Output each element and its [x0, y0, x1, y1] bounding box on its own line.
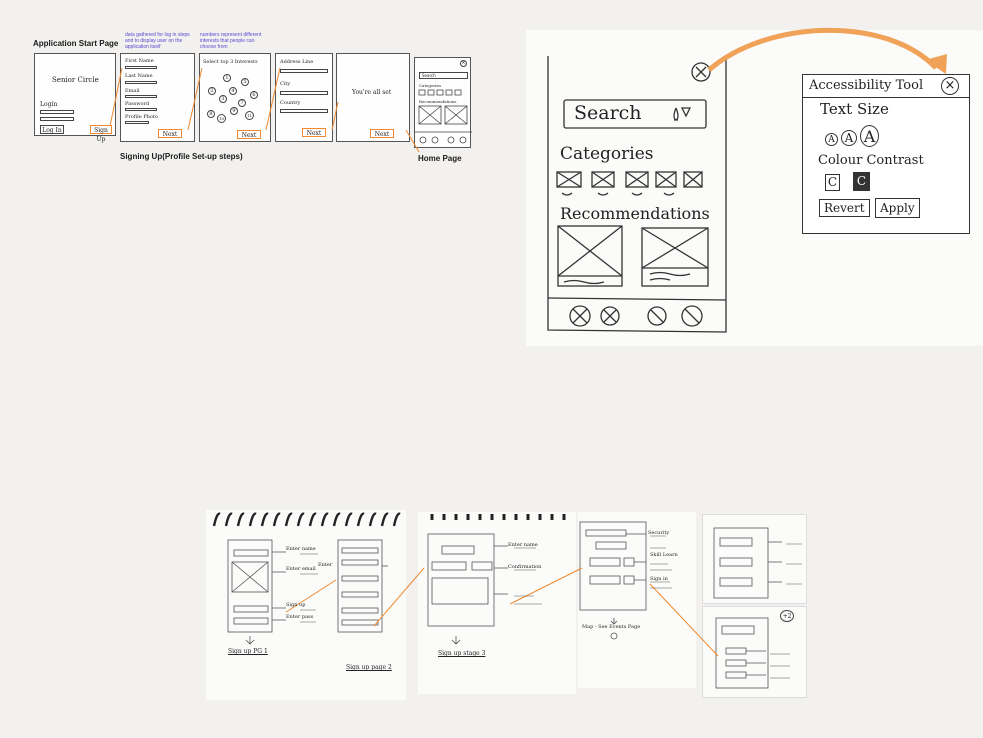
- sketch3-caption: Sign up stage 3: [438, 650, 486, 657]
- step3-next-button[interactable]: Next: [302, 128, 326, 137]
- contrast-dark-option[interactable]: C: [853, 172, 870, 191]
- start-page-frame: Senior Circle Login Log In Sign Up: [34, 53, 116, 143]
- close-icon[interactable]: ×: [460, 60, 467, 67]
- app-name-text: Senior Circle: [52, 76, 99, 84]
- interest-11[interactable]: 11: [245, 111, 254, 120]
- profile-photo-field[interactable]: [125, 121, 149, 124]
- address-field[interactable]: [280, 69, 328, 73]
- login-field-2[interactable]: [40, 117, 74, 121]
- sketch1-ann-name: Enter name: [286, 546, 316, 552]
- sketch2-caption: Sign up page 2: [346, 664, 392, 671]
- home-small-search[interactable]: Search: [419, 72, 468, 79]
- sketch-drawings: [212, 512, 802, 689]
- sketch4-ann-security: Security: [648, 530, 670, 536]
- start-page-label: Application Start Page: [33, 39, 119, 48]
- last-name-field[interactable]: [125, 81, 157, 84]
- close-icon[interactable]: ×: [941, 77, 959, 95]
- interests-note: numbers represent different interests th…: [200, 32, 262, 50]
- text-size-large[interactable]: A: [860, 125, 879, 147]
- mic-icon[interactable]: [668, 102, 680, 124]
- close-icon[interactable]: [692, 63, 710, 81]
- last-name-label: Last Name: [125, 73, 153, 79]
- sketch-sheet-4: [702, 514, 807, 604]
- interests-title: Select top 3 Interests: [203, 59, 258, 65]
- all-set-frame: You're all set Next: [336, 53, 410, 142]
- first-name-label: First Name: [125, 58, 154, 64]
- signup-button[interactable]: Sign Up: [90, 125, 112, 143]
- sketch3-ann-name: Enter name: [508, 542, 538, 548]
- categories-heading: Categories: [560, 144, 654, 164]
- interest-6[interactable]: 6: [250, 91, 258, 99]
- step4-next-button[interactable]: Next: [370, 129, 394, 138]
- sketch-sheet-3: [578, 512, 696, 688]
- profile-photo-label: Profile Photo: [125, 114, 158, 120]
- home-search-input[interactable]: Search: [574, 102, 642, 124]
- text-size-small[interactable]: A: [825, 133, 838, 146]
- signup-steps-label: Signing Up(Profile Set-up steps): [120, 152, 243, 161]
- sketch1-ann-signup: Sign up: [286, 602, 306, 608]
- home-small-frame: × Search Categories Recommendations: [414, 57, 472, 148]
- accessibility-title: Accessibility Tool: [809, 78, 924, 93]
- home-accessibility-panel: Search Categories Recommendations Access…: [526, 27, 983, 346]
- revert-button[interactable]: Revert: [819, 199, 870, 217]
- text-size-medium[interactable]: A: [841, 130, 857, 146]
- password-label: Password: [125, 101, 150, 107]
- sketch3-ann-confirm: Confirmation: [508, 564, 542, 570]
- step2-next-button[interactable]: Next: [237, 130, 261, 139]
- apply-button[interactable]: Apply: [875, 198, 920, 218]
- login-field[interactable]: [40, 110, 74, 114]
- sketch4-caption: Map - See Events Page: [582, 624, 641, 630]
- signup-flow-panel: Application Start Page data gathered for…: [22, 30, 484, 178]
- step1-next-button[interactable]: Next: [158, 129, 182, 138]
- password-field[interactable]: [125, 108, 157, 111]
- address-label: Address Line: [280, 59, 314, 65]
- all-set-text: You're all set: [352, 89, 392, 96]
- sketch-sheet-2: [418, 512, 576, 694]
- city-label: City: [280, 81, 291, 87]
- login-text: Login: [40, 101, 58, 108]
- login-data-note: data gathered for log in steps and to di…: [125, 32, 190, 50]
- sketch2-ann: Enter: [318, 562, 333, 568]
- home-small-categories: Categories: [419, 83, 441, 88]
- sketch1-ann-pass: Enter pass: [286, 614, 314, 620]
- login-button[interactable]: Log In: [40, 125, 64, 134]
- home-small-sketch: [415, 89, 472, 144]
- home-small-recommendations: Recommendations: [419, 99, 457, 104]
- email-label: Email: [125, 88, 140, 94]
- interest-2[interactable]: 2: [208, 87, 216, 95]
- accessibility-tool-card: Accessibility Tool × Text Size A A A Col…: [802, 74, 970, 234]
- interest-1[interactable]: 1: [223, 74, 231, 82]
- sketch4-ann-signin: Sign in: [650, 576, 668, 582]
- sketch1-caption: Sign up PG 1: [228, 648, 268, 655]
- interest-5[interactable]: 5: [241, 78, 249, 86]
- contrast-light-option[interactable]: C: [825, 174, 840, 191]
- country-label: Country: [280, 100, 301, 106]
- interest-9[interactable]: 9: [230, 107, 238, 115]
- title-divider: [803, 97, 969, 98]
- city-field[interactable]: [280, 91, 328, 95]
- interests-frame: Select top 3 Interests 1 2 3 4 5 6 7 8 9…: [199, 53, 271, 142]
- interest-10[interactable]: 10: [217, 114, 226, 123]
- sketch1-ann-email: Enter email: [286, 566, 316, 572]
- home-phone-sketch: [547, 27, 947, 333]
- home-page-label: Home Page: [418, 154, 462, 163]
- sketch-sheet-1: [206, 510, 406, 700]
- profile-step-1-frame: First Name Last Name Email Password Prof…: [120, 53, 195, 142]
- text-size-label: Text Size: [820, 100, 889, 118]
- address-frame: Address Line City Country Next: [275, 53, 333, 142]
- interest-3[interactable]: 3: [219, 95, 227, 103]
- sketch5-badge: +2: [780, 610, 794, 622]
- flow-arrows: [109, 67, 420, 153]
- filter-icon[interactable]: [681, 102, 693, 124]
- recommendations-heading: Recommendations: [560, 204, 710, 223]
- interest-4[interactable]: 4: [229, 87, 237, 95]
- country-field[interactable]: [280, 109, 328, 113]
- colour-contrast-label: Colour Contrast: [818, 153, 924, 168]
- interest-7[interactable]: 7: [238, 99, 246, 107]
- email-field[interactable]: [125, 95, 157, 98]
- paper-sketches-panel: Enter name Enter email Sign up Enter pas…: [206, 488, 811, 720]
- sketch4-ann-skill: Skill Learn: [650, 552, 678, 558]
- first-name-field[interactable]: [125, 66, 157, 69]
- interest-8[interactable]: 8: [207, 110, 215, 118]
